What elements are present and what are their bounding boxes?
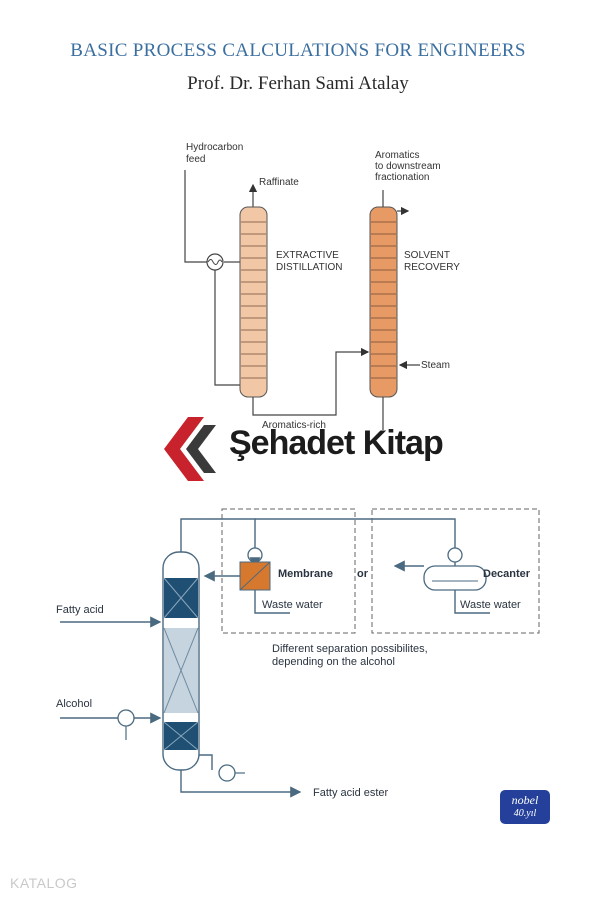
feed-label-line1: Hydrocarbon (186, 142, 243, 153)
membrane-label: Membrane (278, 568, 333, 580)
aromatics-label-line1: Aromatics (375, 150, 419, 161)
extractive-distillation-diagram: Hydrocarbon feed Raffinate Aromatics to … (184, 142, 460, 430)
catalog-watermark: KATALOG (10, 875, 78, 891)
nobel-logo-text: nobel (511, 793, 539, 807)
book-title: BASIC PROCESS CALCULATIONS FOR ENGINEERS (70, 40, 526, 61)
column2-label-line1: SOLVENT (404, 250, 450, 261)
column1-label-line2: DISTILLATION (276, 262, 343, 273)
or-label: or (357, 568, 369, 580)
column2-label-line2: RECOVERY (404, 262, 460, 273)
nobel-publisher-logo: nobel 40.yıl (500, 790, 550, 824)
aromatics-label-line2: to downstream (375, 161, 441, 172)
nobel-anniversary-text: 40.yıl (513, 808, 537, 819)
waste-water-label-1: Waste water (262, 599, 323, 611)
separation-note-line2: depending on the alcohol (272, 656, 395, 668)
alcohol-label: Alcohol (56, 698, 92, 710)
product-label: Fatty acid ester (313, 787, 389, 799)
steam-label: Steam (421, 360, 450, 371)
reboiler-icon (218, 764, 236, 782)
raffinate-label: Raffinate (259, 177, 299, 188)
preheater-icon (117, 709, 135, 727)
aromatics-label-line3: fractionation (375, 172, 429, 183)
sehadet-kitap-logo-icon (164, 417, 216, 481)
publisher-brand-name: Şehadet Kitap (229, 424, 444, 462)
decanter-label: Decanter (483, 568, 531, 580)
feed-label-line2: feed (186, 154, 205, 165)
aromatics-rich-label: Aromatics-rich (262, 420, 326, 430)
extractive-distillation-column (239, 206, 268, 398)
heat-exchanger-icon (206, 253, 224, 271)
solvent-recovery-column (369, 206, 398, 398)
column1-label-line1: EXTRACTIVE (276, 250, 339, 261)
separation-note-line1: Different separation possibilites, (272, 643, 428, 655)
waste-water-label-2: Waste water (460, 599, 521, 611)
reactive-distillation-column (162, 551, 200, 771)
fatty-acid-label: Fatty acid (56, 604, 104, 616)
esterification-diagram: Fatty acid Alcohol Membrane or Decanter … (56, 508, 540, 799)
decanter-unit (423, 565, 487, 591)
decanter-option-box (371, 508, 540, 634)
condenser-icon (447, 547, 463, 563)
condenser-icon (247, 547, 263, 563)
membrane-option-box (221, 508, 356, 634)
book-author: Prof. Dr. Ferhan Sami Atalay (187, 73, 409, 94)
